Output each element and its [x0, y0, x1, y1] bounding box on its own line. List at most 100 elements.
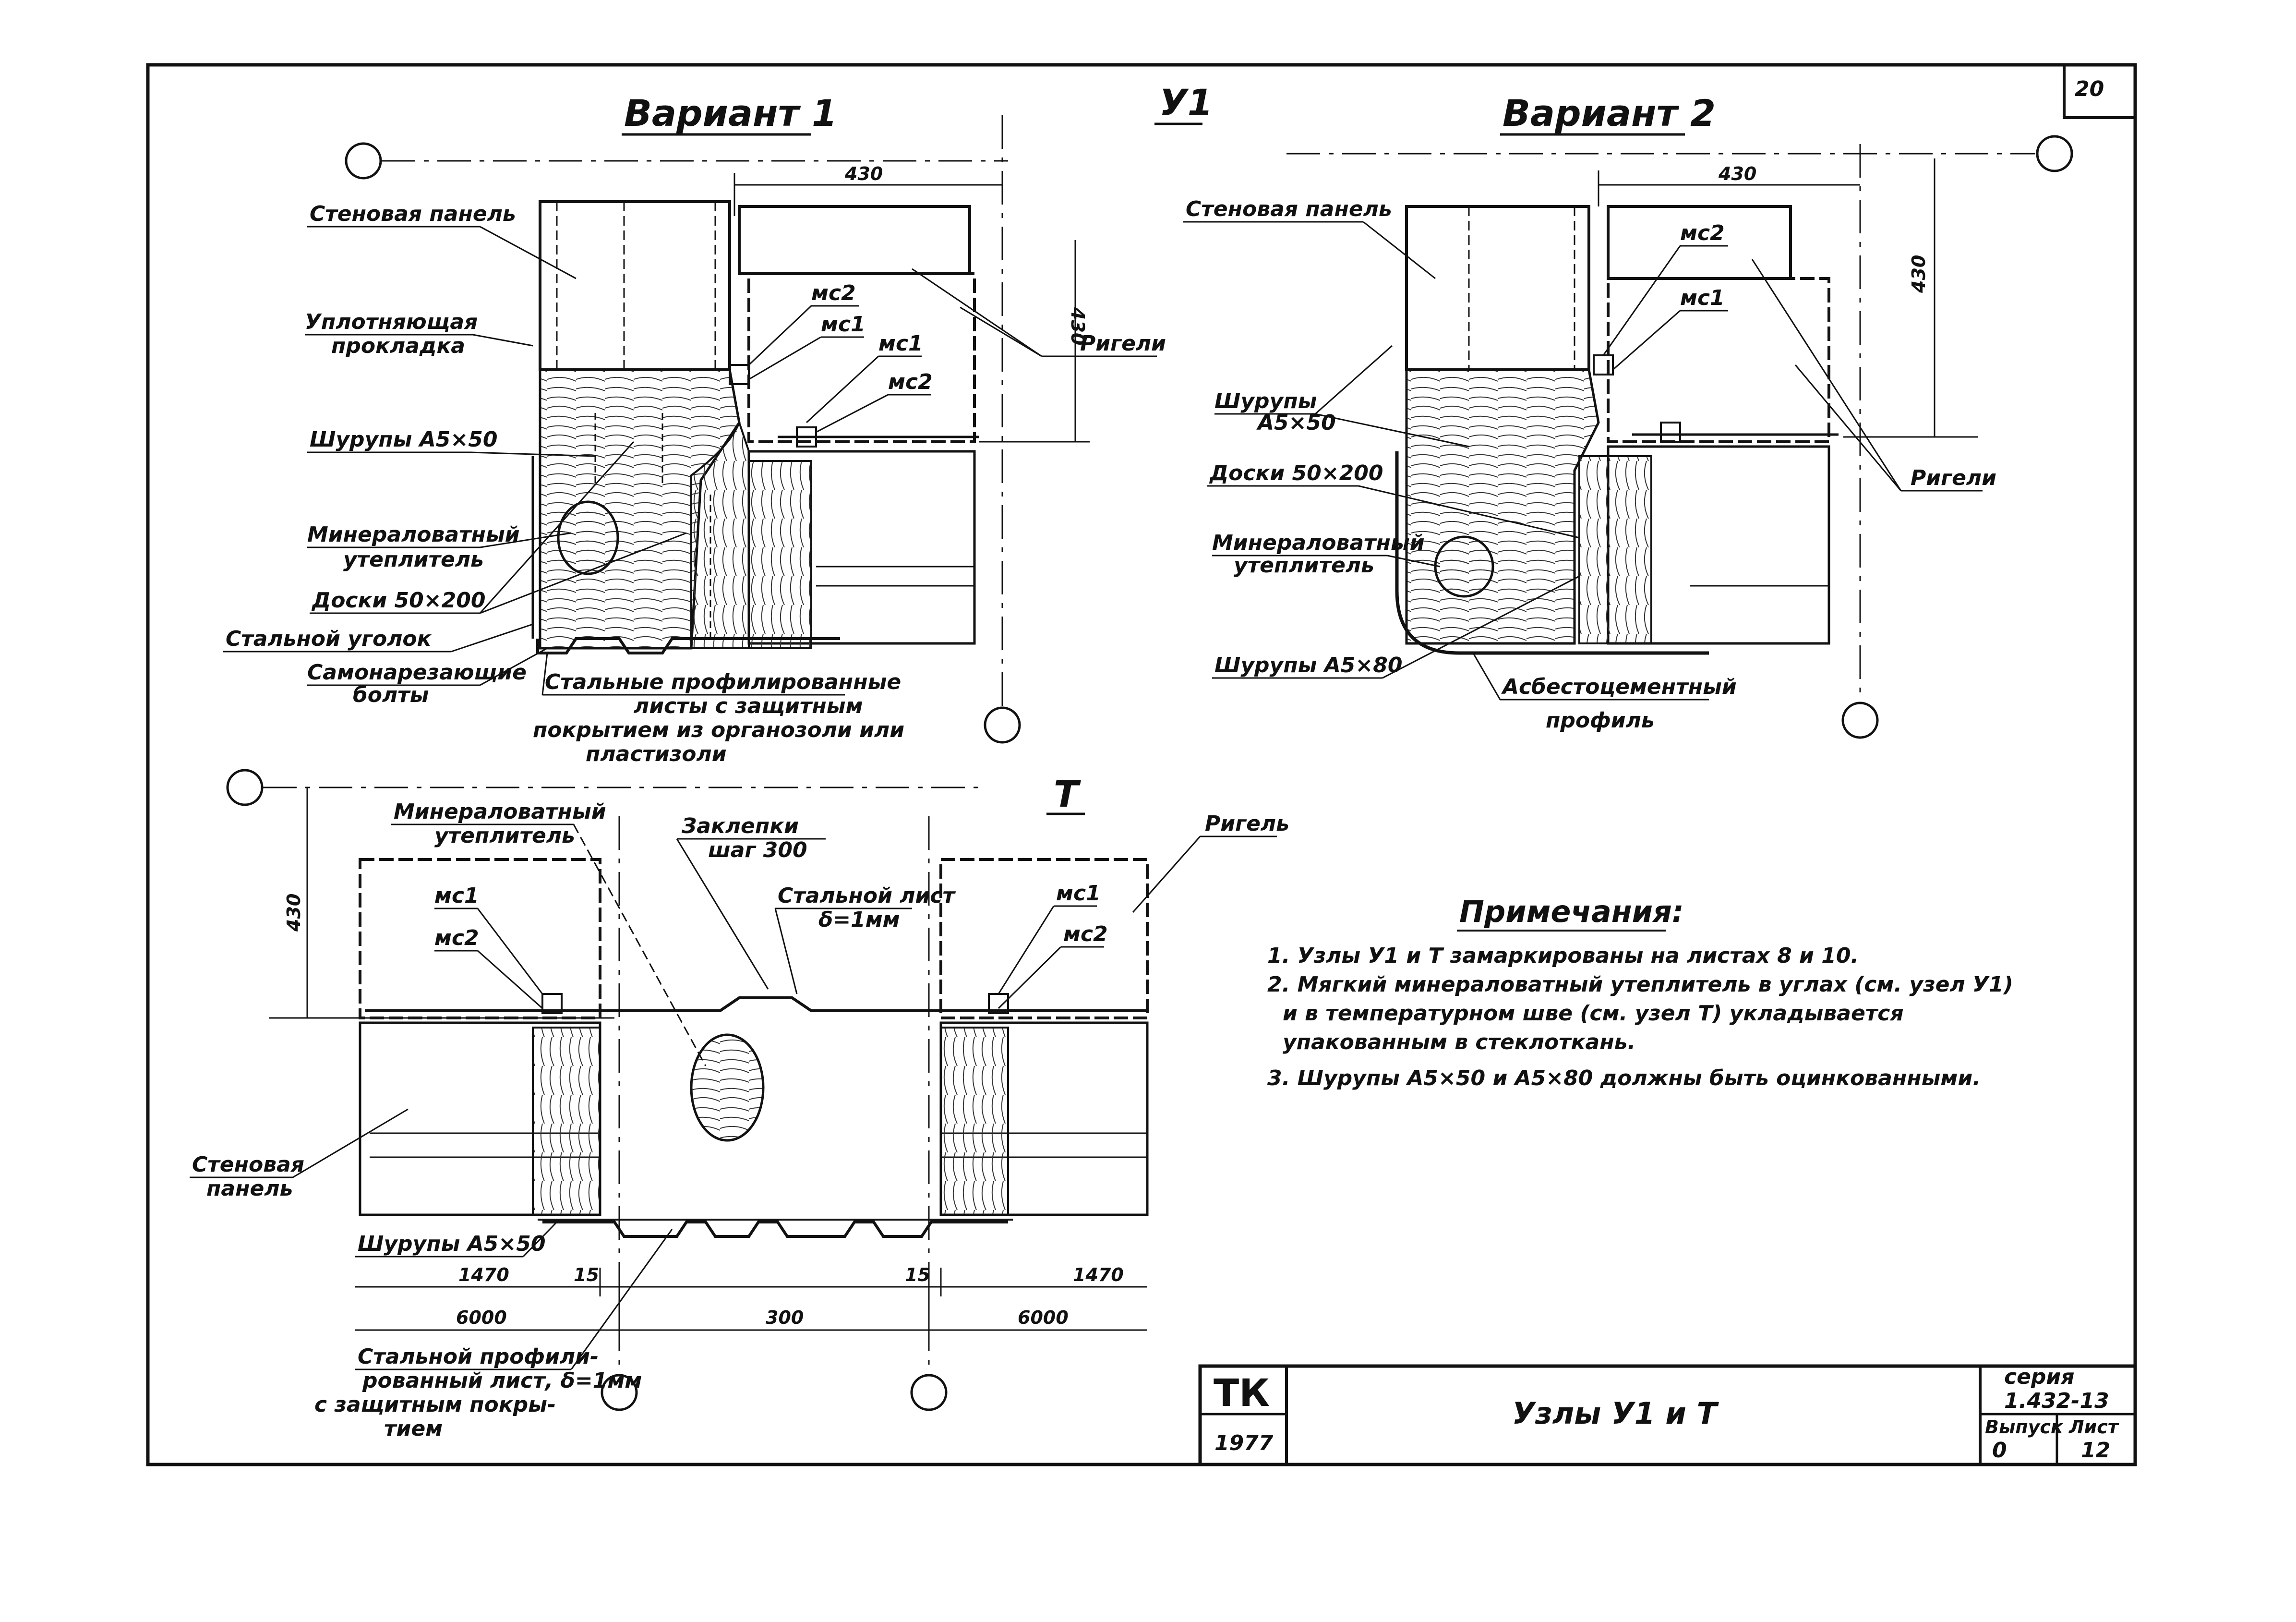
t-steel-sheet: [365, 996, 1147, 1012]
t-label-rivets-1: Заклепки: [681, 814, 799, 838]
t-insulation-blob: [690, 1033, 765, 1142]
node-t-drawing: Т 430 Минераловатный утеплит: [190, 769, 1289, 1441]
v1-label-seal-2: прокладка: [331, 334, 465, 358]
t-dim-15-right: 15: [905, 1264, 930, 1285]
dim-v1-vertical: 430: [1067, 307, 1088, 345]
axis-marker-t-top: [226, 769, 264, 806]
node-u1-title: У1: [1159, 81, 1213, 124]
node-t-title: Т: [1054, 773, 1081, 815]
v2-label-asbestos-1: Асбестоцементный: [1501, 675, 1737, 699]
note-line-1: 1. Узлы У1 и Т замаркированы на листах 8…: [1267, 944, 1859, 968]
v2-label-asbestos-2: профиль: [1546, 708, 1655, 733]
v1-label-selftap-1: Самонарезающие: [307, 660, 527, 685]
t-label-profiled-2: рованный лист, δ=1мм: [362, 1368, 642, 1393]
title-block-sheet-value: 12: [2081, 1438, 2110, 1463]
title-block-issue-value: 0: [1992, 1438, 2007, 1463]
v1-label-wall-panel: Стеновая панель: [310, 202, 516, 226]
dim-v1-horizontal: 430: [844, 163, 883, 184]
v1-label-mineral-1: Минераловатный: [307, 522, 520, 547]
axis-marker-t-left: [601, 1374, 638, 1411]
v2-label-girders: Ригели: [1911, 466, 1996, 490]
t-label-mc1-left: мс1: [434, 884, 479, 908]
title-block-series-value: 1.432-13: [2004, 1389, 2109, 1413]
note-line-3: и в температурном шве (см. узел Т) уклад…: [1283, 1001, 1904, 1026]
v2-label-boards: Доски 50×200: [1209, 461, 1383, 485]
title-block-series-label: серия: [2004, 1365, 2075, 1389]
sheet-number: 20: [2075, 77, 2104, 101]
t-girder-right: [939, 858, 1149, 1019]
t-label-profiled-1: Стальной профили-: [358, 1344, 599, 1369]
title-block-issue-label: Выпуск: [1985, 1416, 2064, 1438]
v1-label-profiled-3: покрытием из органозоли или: [533, 718, 904, 742]
v1-label-mc1-mid: мс1: [878, 331, 923, 356]
sheet-number-box: [2063, 63, 2137, 119]
t-label-mc2-right: мс2: [1063, 922, 1108, 946]
v2-label-mineral-1: Минераловатный: [1212, 531, 1425, 555]
t-label-wall-panel-1: Стеновая: [192, 1152, 304, 1177]
dim-v2-horizontal: 430: [1718, 163, 1756, 184]
t-label-wall-panel-2: панель: [206, 1176, 293, 1201]
note-line-4: упакованным в стеклоткань.: [1283, 1030, 1635, 1054]
axis-marker-v1-bottom: [984, 706, 1021, 744]
v1-label-profiled-1: Стальные профилированные: [545, 670, 901, 694]
variant1-drawing: У1 Вариант 1 430 430: [223, 81, 1213, 766]
t-label-rivets-2: шаг 300: [708, 838, 807, 862]
t-dim-300: 300: [766, 1307, 804, 1328]
note-line-2: 2. Мягкий минераловатный утеплитель в уг…: [1267, 972, 2013, 997]
t-label-mc2-left: мс2: [434, 926, 479, 950]
v1-label-steel-angle: Стальной уголок: [226, 627, 432, 651]
v2-label-mc1: мс1: [1680, 286, 1725, 310]
t-dim-1470-right: 1470: [1073, 1264, 1124, 1285]
v1-label-profiled-2: листы с защитным: [634, 694, 863, 718]
v2-wall-panel: [1405, 205, 1590, 371]
v1-insulation-blob: [557, 500, 619, 575]
t-label-profiled-4: тием: [384, 1416, 443, 1441]
notes-heading: Примечания:: [1459, 894, 1684, 929]
v2-wood-block: [1405, 368, 1600, 645]
v2-label-screws-80: Шурупы А5×80: [1214, 653, 1403, 678]
t-label-mineral-1: Минераловатный: [394, 799, 606, 824]
axis-marker-t-right: [910, 1374, 948, 1411]
title-block-year: 1977: [1214, 1431, 1274, 1455]
t-dim-1470-left: 1470: [458, 1264, 509, 1285]
axis-marker-v2-right: [2036, 135, 2073, 172]
t-dim-vertical: 430: [283, 894, 304, 932]
title-block-org: ТК: [1214, 1372, 1270, 1415]
title-block-title: Узлы У1 и Т: [1512, 1396, 1719, 1431]
variant2-drawing: Вариант 2 430 430 Стеновая панель Шурупы: [1183, 92, 2073, 739]
axis-marker-v2-bottom: [1841, 702, 1879, 739]
v1-label-mc2-top: мс2: [811, 281, 856, 305]
t-label-profiled-3: с защитным покры-: [314, 1392, 556, 1417]
v1-label-girders: Ригели: [1080, 331, 1166, 356]
variant2-title: Вариант 2: [1503, 92, 1716, 134]
t-label-screws: Шурупы А5×50: [358, 1232, 546, 1256]
v1-label-mineral-2: утеплитель: [343, 547, 484, 572]
axis-marker-v1-top: [345, 142, 382, 180]
v1-label-selftap-2: болты: [353, 683, 429, 707]
t-dim-15-left: 15: [574, 1264, 599, 1285]
v2-label-wall-panel: Стеновая панель: [1186, 197, 1392, 221]
v1-label-boards: Доски 50×200: [311, 588, 485, 613]
v1-label-mc2-mid: мс2: [888, 370, 933, 394]
t-label-steel-sheet-2: δ=1мм: [818, 908, 900, 932]
v2-label-screws-1: Шурупы: [1214, 389, 1317, 413]
variant1-title: Вариант 1: [624, 92, 837, 134]
v1-girder-lower: [747, 272, 976, 443]
v1-wall-panel: [539, 200, 731, 371]
v1-label-seal-1: Уплотняющая: [305, 310, 478, 334]
t-dim-6000-right: 6000: [1018, 1307, 1069, 1328]
v1-label-profiled-4: пластизоли: [586, 742, 727, 766]
v1-girder-upper: [738, 205, 971, 275]
v2-girder-lower: [1607, 277, 1830, 443]
t-girder-left: [359, 858, 601, 1019]
t-label-mc1-right: мс1: [1056, 881, 1101, 906]
v2-asbestos-profile: [1395, 451, 1709, 655]
v2-insulation-blob: [1434, 535, 1494, 598]
t-profiled-sheet: [542, 1221, 1008, 1238]
note-line-5: 3. Шурупы А5×50 и А5×80 должны быть оцин…: [1267, 1066, 1981, 1090]
v2-label-mineral-2: утеплитель: [1234, 553, 1374, 578]
t-label-girder: Ригель: [1205, 811, 1289, 836]
title-block-sheet-label: Лист: [2068, 1416, 2119, 1438]
dim-v2-vertical: 430: [1908, 255, 1929, 293]
